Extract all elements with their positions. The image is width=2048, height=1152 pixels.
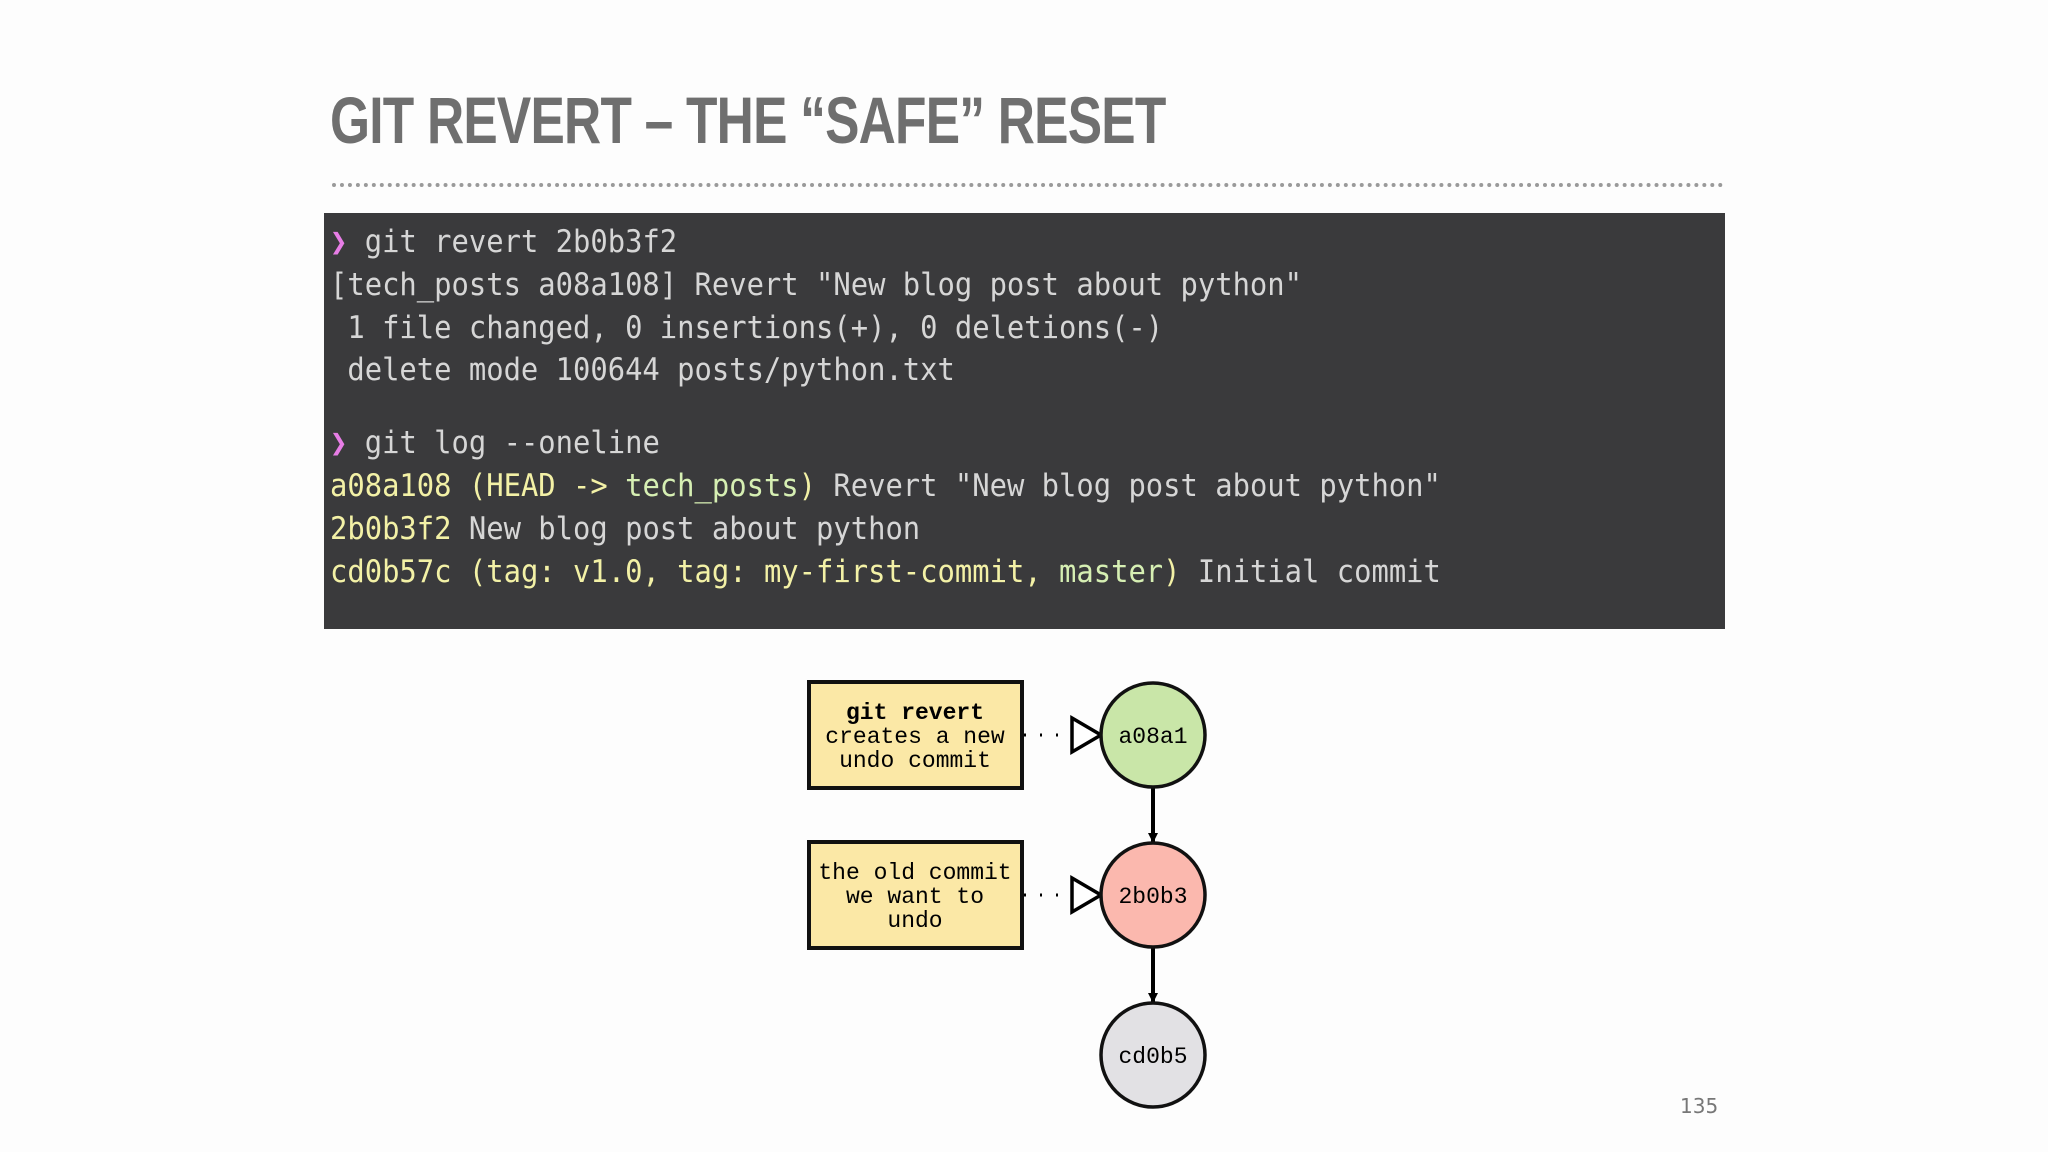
- commit-node: [1099, 1001, 1207, 1109]
- slide-title: GIT REVERT – THE “SAFE” RESET: [330, 83, 1166, 157]
- terminal-output-line: [tech_posts a08a108] Revert "New blog po…: [330, 267, 1303, 303]
- commit-hash: 2b0b3f2: [330, 511, 452, 547]
- note-text: undo commit: [839, 748, 991, 774]
- log-entry: 2b0b3f2 New blog post about python: [330, 511, 920, 547]
- commit-node: [1099, 681, 1207, 789]
- terminal-command-line: ❯ git log --oneline: [330, 425, 660, 461]
- commit-node: [1099, 841, 1207, 949]
- commit-label: cd0b5: [1118, 1044, 1187, 1070]
- log-entry: a08a108 (HEAD -> tech_posts) Revert "New…: [330, 468, 1441, 504]
- commit-refs: ): [798, 468, 817, 504]
- note-box: [807, 840, 1024, 950]
- note-box: [807, 680, 1024, 790]
- open-arrowhead-icon: [1070, 714, 1105, 756]
- open-arrowhead-icon: [1070, 874, 1105, 916]
- note-text: creates a new: [825, 724, 1005, 750]
- page-number: 135: [1680, 1094, 1719, 1118]
- log-entry: cd0b57c (tag: v1.0, tag: my-first-commit…: [330, 554, 1441, 590]
- prompt-icon: ❯: [330, 224, 348, 260]
- commit-refs: (tag: v1.0, tag: my-first-commit,: [451, 554, 1060, 590]
- terminal-output: ❯ git revert 2b0b3f2 [tech_posts a08a108…: [324, 213, 1725, 629]
- prompt-icon: ❯: [330, 425, 348, 461]
- commit-message: Initial commit: [1180, 554, 1441, 590]
- terminal-output-line: 1 file changed, 0 insertions(+), 0 delet…: [330, 310, 1164, 346]
- branch-ref: tech_posts: [625, 468, 799, 504]
- terminal-command-line: ❯ git revert 2b0b3f2: [330, 224, 677, 260]
- command-text: git log --oneline: [364, 425, 660, 461]
- command-text: git revert 2b0b3f2: [364, 224, 678, 260]
- commit-hash: cd0b57c: [330, 554, 452, 590]
- commit-label: 2b0b3: [1118, 884, 1187, 910]
- note-text: undo: [887, 908, 942, 934]
- commit-refs: ): [1163, 554, 1181, 590]
- note-text: we want to: [846, 884, 984, 910]
- note-text: git revert: [846, 700, 984, 726]
- commit-message: New blog post about python: [451, 511, 921, 547]
- commit-label: a08a1: [1118, 724, 1187, 750]
- commit-message: Revert "New blog post about python": [816, 468, 1441, 504]
- commit-refs: (HEAD ->: [451, 468, 626, 504]
- branch-ref: master: [1059, 554, 1164, 590]
- commit-hash: a08a108: [330, 468, 452, 504]
- note-text: the old commit: [818, 860, 1011, 886]
- title-divider: [332, 183, 1724, 187]
- terminal-output-line: delete mode 100644 posts/python.txt: [330, 352, 955, 388]
